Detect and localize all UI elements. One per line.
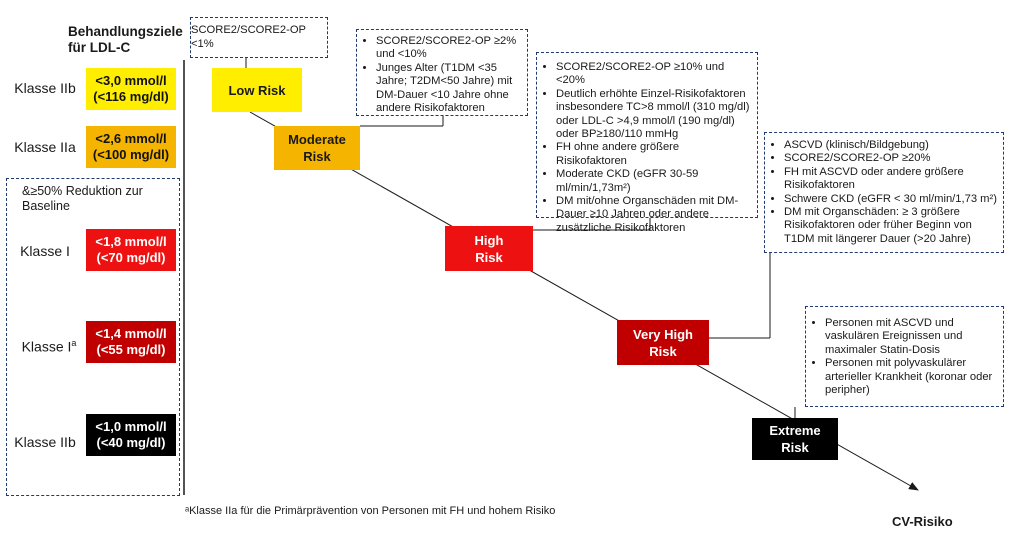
target-5-line-2: (<40 mg/dl) [96,435,166,450]
target-4-line-2: (<55 mg/dl) [96,342,166,357]
class-label-1: Klasse IIb [14,80,76,96]
risk-box-low: Low Risk [212,68,302,112]
class-label-4: Klasse Ia [4,338,94,355]
callout-extreme-item-2: Personen mit polyvaskulärer arterieller … [825,357,999,397]
target-2-line-1: <2,6 mmol/l [95,131,167,146]
risk-moderate-line-1: Moderate [288,132,346,147]
header-title: Behandlungsziele für LDL-C [68,24,188,56]
class-label-5: Klasse IIb [14,434,76,450]
cv-risk-axis-label: CV-Risiko [892,514,953,529]
callout-high-item-5: DM mit/ohne Organschäden mit DM-Dauer ≥1… [556,195,753,235]
callout-moderate-item-1: SCORE2/SCORE2-OP ≥2% und <10% [376,35,523,62]
callout-low-text: SCORE2/SCORE2-OP <1% [191,24,306,50]
risk-box-moderate: Moderate Risk [274,126,360,170]
callout-very-high-item-2: SCORE2/SCORE2-OP ≥20% [784,152,999,165]
risk-high-line-2: Risk [475,249,503,265]
callout-moderate-item-2: Junges Alter (T1DM <35 Jahre; T2DM<50 Ja… [376,62,523,116]
callout-high: SCORE2/SCORE2-OP ≥10% und <20% Deutlich … [536,52,758,234]
footnote: ᵃKlasse IIa für die Primärprävention von… [185,505,556,517]
callout-high-item-2: Deutlich erhöhte Einzel-Risikofaktoren i… [556,88,753,142]
callout-extreme-item-1: Personen mit ASCVD und vaskulären Ereign… [825,317,999,357]
callout-moderate: SCORE2/SCORE2-OP ≥2% und <10% Junges Alt… [356,29,528,116]
target-box-1: <3,0 mmol/l (<116 mg/dl) [86,68,176,110]
target-1-line-1: <3,0 mmol/l [95,73,167,88]
callout-high-item-3: FH ohne andere größere Risikofaktoren [556,141,753,168]
target-4-line-1: <1,4 mmol/l [95,326,167,341]
target-box-3: <1,8 mmol/l (<70 mg/dl) [86,229,176,271]
class-label-2: Klasse IIa [14,139,76,155]
reduction-panel [6,178,180,496]
header-line-1: Behandlungsziele [68,24,183,39]
risk-very-high-line-1: Very High [633,326,693,342]
target-box-2: <2,6 mmol/l (<100 mg/dl) [86,126,176,168]
reduction-note: &≥50% Reduktion zur Baseline [22,184,143,213]
target-box-5: <1,0 mmol/l (<40 mg/dl) [86,414,176,456]
risk-high-line-1: High [474,232,504,248]
target-1-line-2: (<116 mg/dl) [93,89,169,104]
risk-very-high-line-2: Risk [649,343,677,359]
target-3-line-2: (<70 mg/dl) [96,250,166,265]
callout-very-high-item-1: ASCVD (klinisch/Bildgebung) [784,139,999,152]
callout-very-high-item-5: DM mit Organschäden: ≥ 3 größere Risikof… [784,206,999,246]
class-label-4-text: Klasse I [21,338,72,355]
risk-box-very-high: Very High Risk [617,320,709,365]
callout-very-high: ASCVD (klinisch/Bildgebung) SCORE2/SCORE… [764,132,1004,253]
callout-high-item-4: Moderate CKD (eGFR 30-59 ml/min/1,73m²) [556,168,753,195]
target-2-line-2: (<100 mg/dl) [92,147,170,162]
callout-low: SCORE2/SCORE2-OP <1% [190,17,328,58]
header-line-2: für LDL-C [68,40,131,55]
callout-very-high-item-4: Schwere CKD (eGFR < 30 ml/min/1,73 m²) [784,193,999,206]
risk-box-extreme: Extreme Risk [752,418,838,460]
risk-moderate-line-2: Risk [303,149,331,164]
risk-extreme-line-1: Extreme [769,423,821,438]
class-label-3: Klasse I [20,243,70,259]
target-5-line-1: <1,0 mmol/l [95,419,167,434]
target-3-line-1: <1,8 mmol/l [95,234,167,249]
callout-high-item-1: SCORE2/SCORE2-OP ≥10% und <20% [556,61,753,88]
callout-extreme: Personen mit ASCVD und vaskulären Ereign… [805,306,1004,407]
class-label-4-sup: a [71,338,77,348]
risk-low-label: Low Risk [228,82,286,98]
risk-box-high: High Risk [445,226,533,271]
target-box-4: <1,4 mmol/l (<55 mg/dl) [86,321,176,363]
risk-extreme-line-2: Risk [781,440,809,455]
callout-very-high-item-3: FH mit ASCVD oder andere größere Risikof… [784,166,999,193]
